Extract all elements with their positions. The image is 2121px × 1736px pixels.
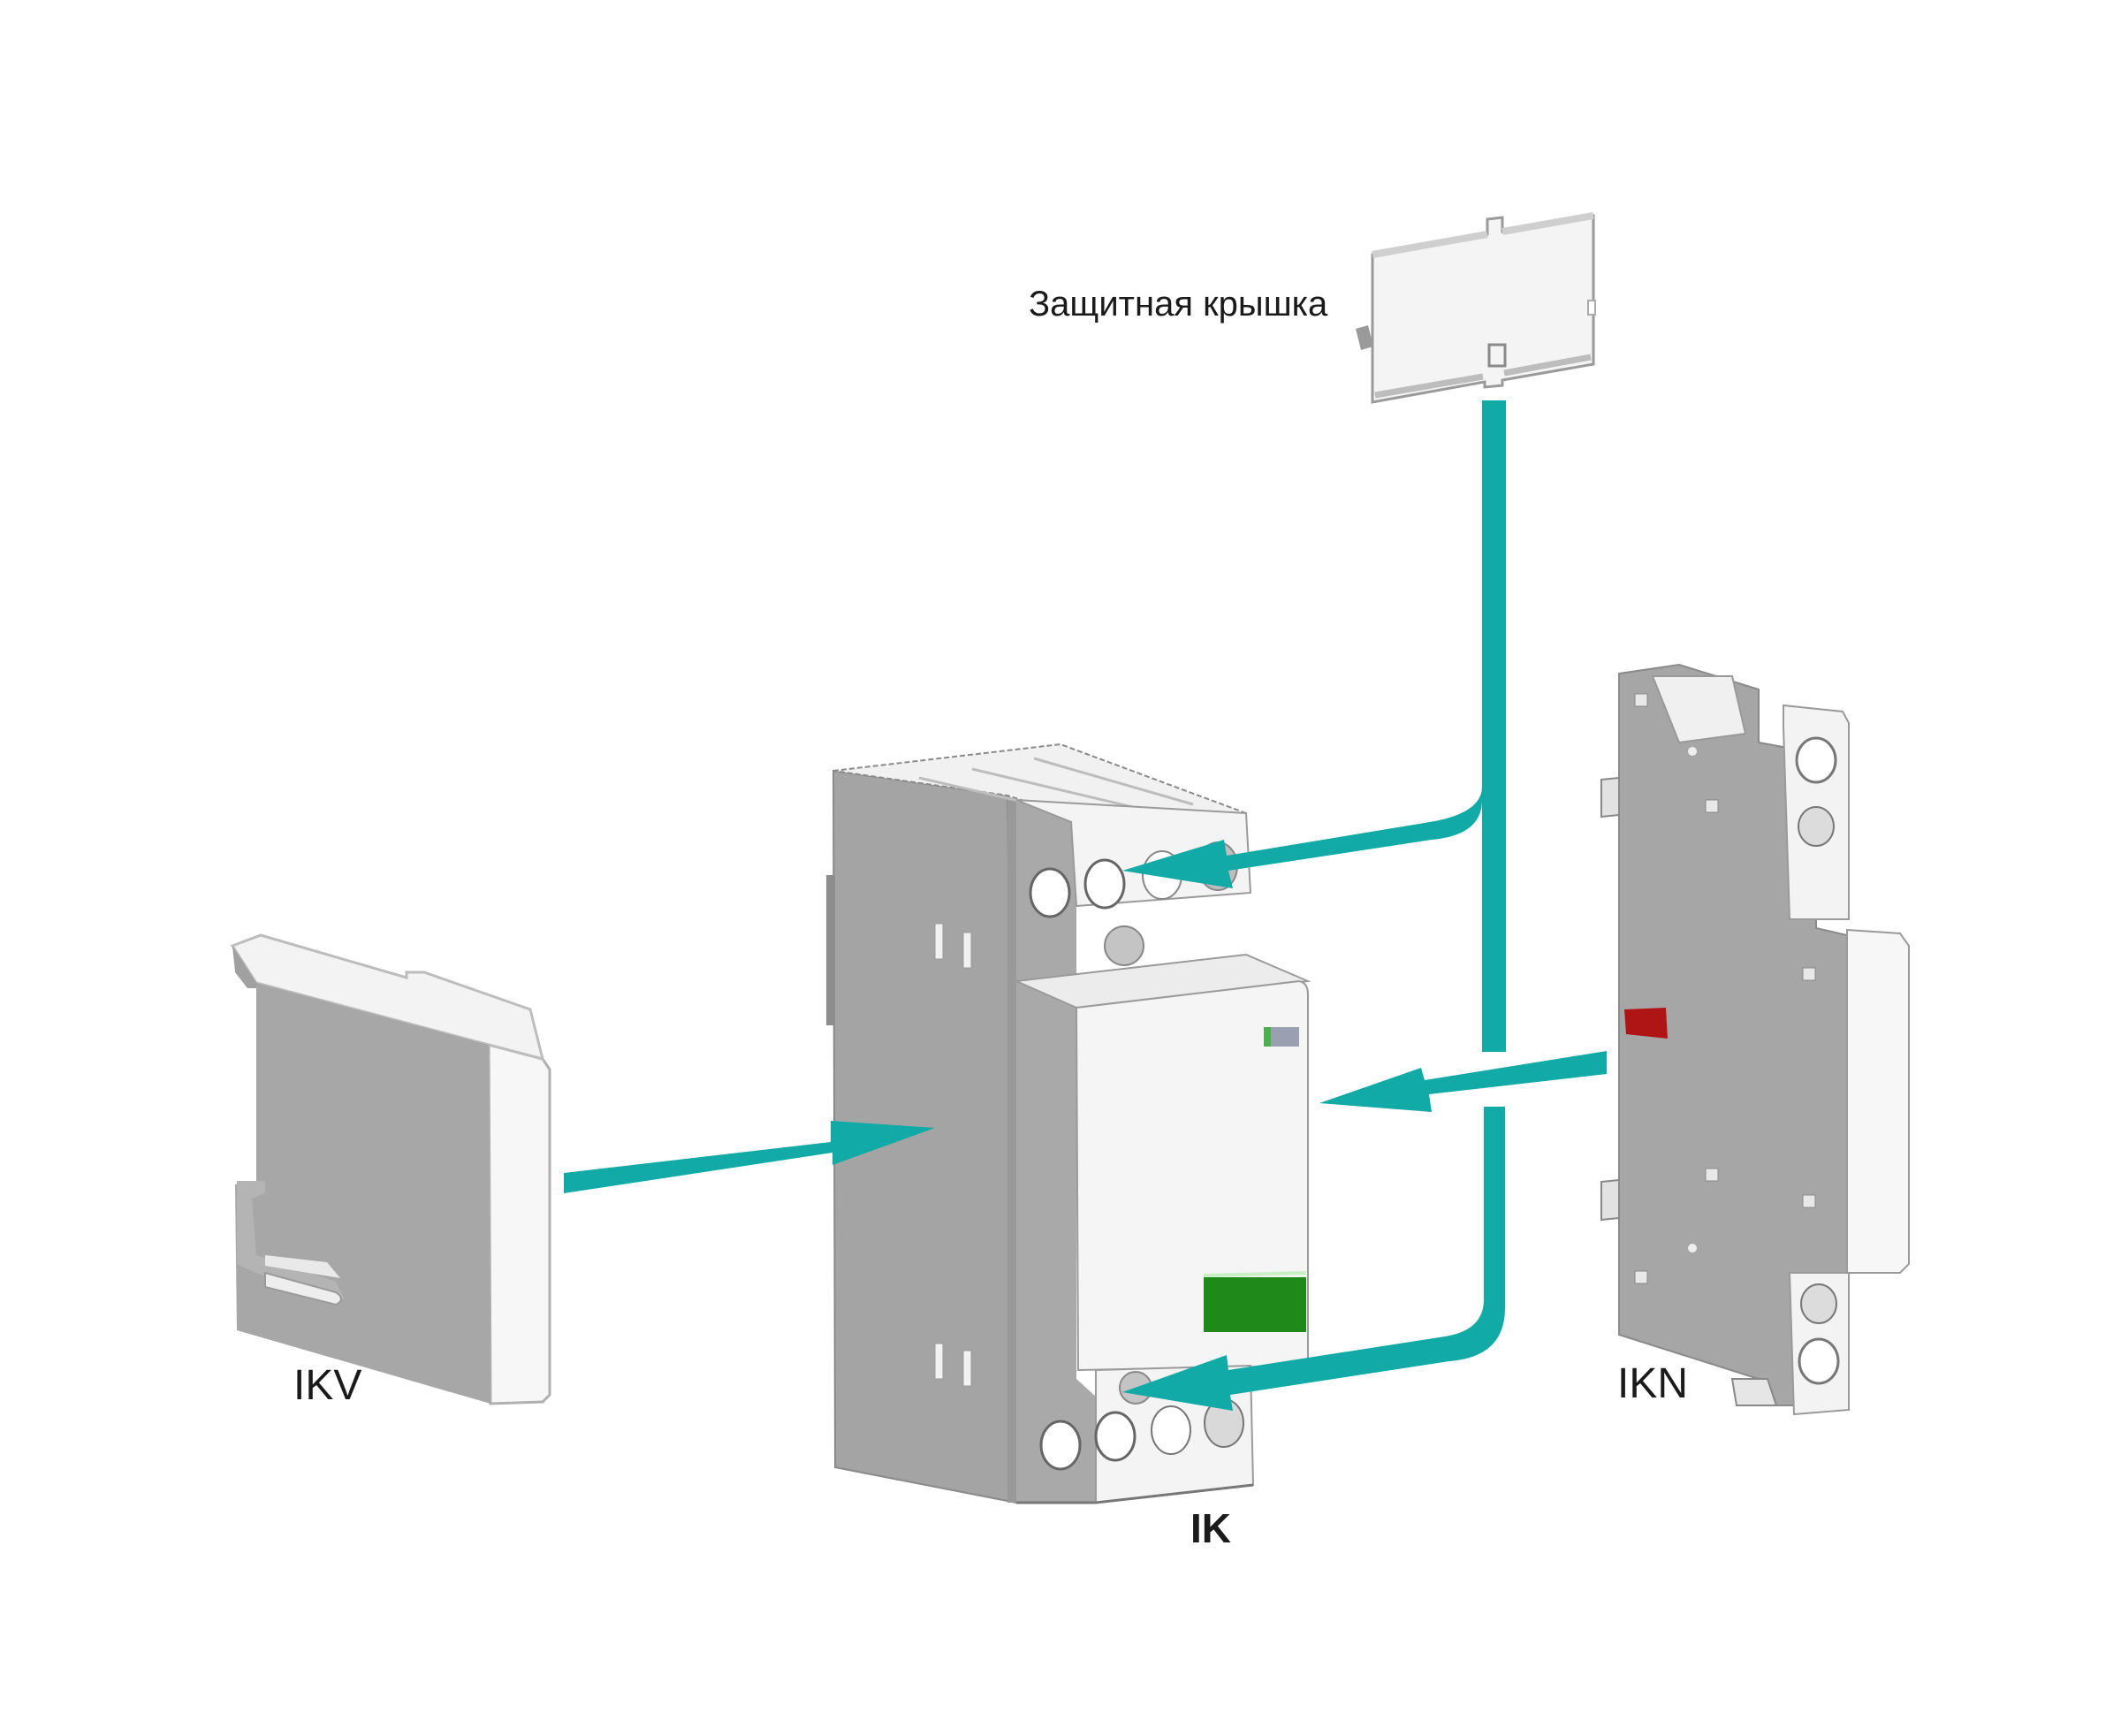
ik-contactor — [826, 742, 1311, 1504]
arrow-cover-to-top-terminals — [1122, 787, 1482, 888]
arrow-ikn-to-ik — [1319, 1051, 1607, 1112]
label-ikn: IKN — [1617, 1360, 1689, 1407]
arrow-cover-trunk-top — [1482, 400, 1506, 1052]
status-window — [1264, 1027, 1299, 1047]
arrow-ikv-to-ik — [564, 1121, 935, 1193]
red-lever — [1624, 1008, 1668, 1039]
ikn-module — [1600, 663, 1910, 1416]
arrow-cover-trunk-bottom — [1122, 1107, 1505, 1411]
arrows — [564, 400, 1607, 1411]
ikv-module — [230, 933, 551, 1405]
protective-cover — [1356, 212, 1596, 404]
green-label — [1204, 1277, 1306, 1332]
label-protective-cover: Защитная крышка — [1029, 285, 1328, 324]
label-ik: IK — [1190, 1505, 1231, 1551]
label-ikv: IKV — [293, 1362, 362, 1409]
